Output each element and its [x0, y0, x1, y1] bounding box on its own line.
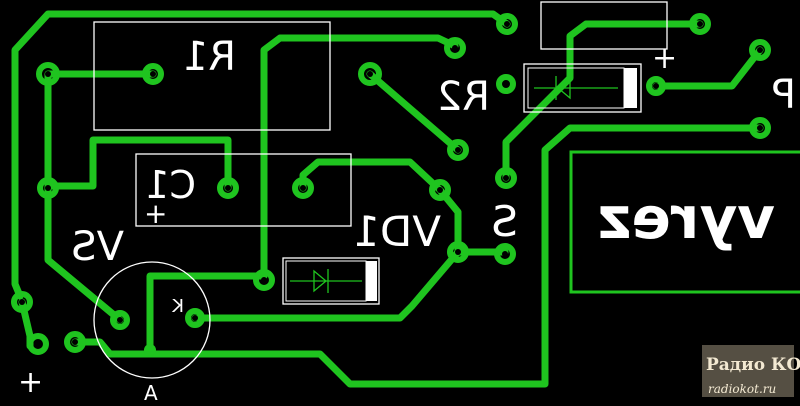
pad-left-lower — [11, 291, 33, 313]
labels: R1 R2 C1 + VD1 VS S P + + K A vyrez — [18, 34, 796, 405]
label-p: P — [772, 72, 796, 118]
label-vd1: VD1 — [353, 207, 441, 256]
pad-transistor-e — [110, 310, 130, 330]
c1-outline — [135, 153, 352, 227]
pad-diode-left — [496, 74, 516, 94]
label-c1-polarity: + — [144, 197, 167, 230]
pad-transistor-k — [185, 308, 205, 328]
pad-r2-top — [358, 62, 382, 86]
trace-r1-vertical — [146, 34, 459, 354]
pad-right-mid — [749, 117, 771, 139]
diode-vd1-body — [285, 260, 377, 302]
trace-diode-p — [652, 46, 764, 90]
transistor-outline — [93, 261, 211, 379]
pad-diode-right — [646, 76, 666, 96]
label-vs: VS — [71, 224, 124, 270]
pad-left-top — [36, 62, 60, 86]
r1-outline — [93, 21, 331, 131]
silkscreen-outlines — [93, 1, 800, 379]
trace-c1-loop — [44, 136, 232, 192]
top-right-outline — [540, 1, 668, 50]
pad-bottom-left — [27, 333, 49, 355]
pad-s-top — [495, 167, 517, 189]
pads — [11, 13, 771, 356]
pad-c1-right — [217, 177, 239, 199]
trace-diode-to-s — [502, 20, 704, 182]
pad-bottom-left-2 — [64, 331, 86, 353]
pad-transistor-a — [144, 344, 156, 356]
trace-vs-left — [44, 70, 157, 324]
pad-left-mid — [37, 177, 59, 199]
vd1-outline — [282, 257, 380, 305]
pad-top-right-1 — [496, 13, 518, 35]
label-r2: R2 — [437, 74, 490, 120]
cutout-outline — [569, 150, 800, 294]
pad-vd1-top — [429, 179, 451, 201]
pad-r2-bottom — [447, 139, 469, 161]
label-pin-a: A — [144, 381, 158, 405]
watermark: Радио КОТ radiokot.ru — [702, 345, 800, 397]
pad-c1-left — [292, 177, 314, 199]
label-c1: C1 — [145, 163, 196, 207]
trace-top-left-loop — [11, 10, 511, 300]
pad-top-right-2 — [689, 13, 711, 35]
label-r1: R1 — [183, 34, 236, 80]
label-plus-diode: + — [652, 41, 677, 76]
watermark-title: Радио КОТ — [706, 355, 800, 375]
pad-vd1-bottom — [447, 241, 469, 263]
trace-r2 — [366, 70, 462, 154]
label-cutout: vyrez — [598, 184, 775, 252]
pad-p-top — [749, 39, 771, 61]
pad-r1-left — [142, 63, 164, 85]
pad-diode2-left — [253, 269, 275, 291]
pad-r1-right — [444, 37, 466, 59]
label-pin-k: K — [171, 296, 184, 317]
label-s: S — [491, 197, 518, 246]
trace-k-to-vd1 — [191, 248, 462, 322]
pad-s-bottom — [494, 243, 516, 265]
diode-top-body — [527, 67, 637, 109]
diode-top-outline — [523, 63, 642, 113]
watermark-url: radiokot.ru — [708, 382, 776, 396]
trace-bottom-long — [71, 124, 764, 388]
label-plus-bottom: + — [18, 365, 43, 400]
